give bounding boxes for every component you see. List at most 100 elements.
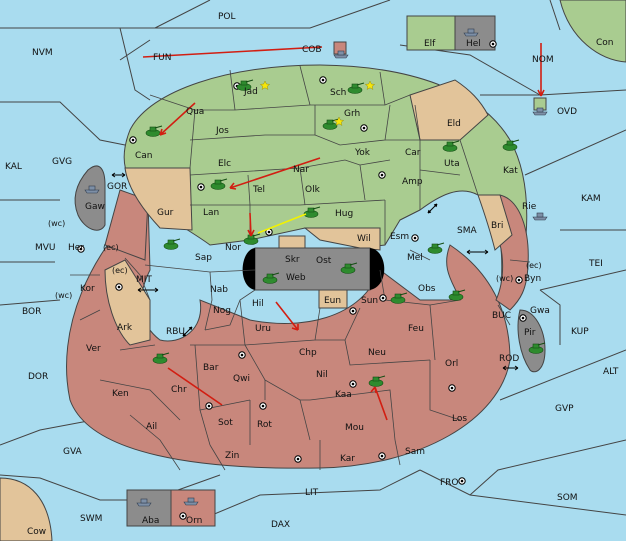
label-hil: Hil <box>252 299 264 309</box>
province-orn[interactable] <box>170 489 216 527</box>
army-unit[interactable] <box>502 139 520 151</box>
label-qua: Qua <box>186 107 204 117</box>
label-gvp: GVP <box>555 404 574 414</box>
supply-center-marker <box>411 234 419 242</box>
label-fro: FRO <box>440 478 459 488</box>
label-olk: Olk <box>305 185 321 195</box>
red-territories <box>66 198 511 469</box>
order-arrows <box>142 43 545 421</box>
label-mvu: MVU <box>35 243 56 253</box>
label-con: Con <box>596 38 614 48</box>
army-unit[interactable] <box>152 352 170 364</box>
supply-center-marker <box>197 183 205 191</box>
label-ost: Ost <box>316 256 332 266</box>
label-yok: Yok <box>354 148 371 158</box>
army-unit[interactable] <box>210 178 228 190</box>
army-unit[interactable] <box>368 375 386 387</box>
label-nab: Nab <box>210 285 228 295</box>
supply-center-marker <box>77 245 85 253</box>
province-gur[interactable] <box>124 167 193 231</box>
label-ark: Ark <box>117 323 133 333</box>
label-wc2: (wc) <box>55 291 72 300</box>
army-unit[interactable] <box>448 289 466 301</box>
army-unit[interactable] <box>347 82 365 94</box>
fleet-unit[interactable] <box>183 497 199 506</box>
fleet-unit[interactable] <box>532 212 548 221</box>
fleet-unit[interactable] <box>532 107 548 116</box>
army-unit[interactable] <box>322 118 340 130</box>
move-arrow <box>370 386 388 421</box>
label-kat: Kat <box>503 166 518 176</box>
label-rie: Rie <box>522 202 537 212</box>
province-elf[interactable] <box>406 15 456 51</box>
label-nog: Nog <box>213 306 231 316</box>
label-gaw: Gaw <box>85 202 105 212</box>
label-rod: ROD <box>499 354 519 364</box>
province-bri[interactable] <box>477 194 513 251</box>
supply-center-marker <box>379 294 387 302</box>
label-kor: Kor <box>80 284 95 294</box>
province-ark[interactable] <box>104 259 151 346</box>
supply-center-marker <box>319 76 327 84</box>
label-sap: Sap <box>195 253 212 263</box>
label-jos: Jos <box>215 126 229 136</box>
label-her: Her <box>68 243 84 253</box>
army-unit[interactable] <box>145 125 163 137</box>
fleet-unit[interactable] <box>136 498 152 507</box>
fleet-unit[interactable] <box>463 28 479 37</box>
label-sma: SMA <box>457 226 477 236</box>
label-uru: Uru <box>255 324 271 334</box>
province-eld[interactable] <box>409 79 489 141</box>
label-ec2: (ec) <box>112 266 128 275</box>
label-tei: TEI <box>588 259 603 269</box>
move-arrow <box>247 212 255 237</box>
label-sch: Sch <box>330 88 346 98</box>
label-gur: Gur <box>157 208 174 218</box>
supply-center-marker <box>349 307 357 315</box>
label-ken: Ken <box>112 389 129 399</box>
move-arrow <box>275 301 299 331</box>
label-tel: Tel <box>252 185 265 195</box>
army-unit[interactable] <box>390 292 408 304</box>
province-borders <box>70 65 531 471</box>
army-unit[interactable] <box>340 262 358 274</box>
label-eun: Eun <box>324 296 341 306</box>
label-esm: Esm <box>390 232 409 242</box>
strait-markers <box>111 172 519 371</box>
label-feu: Feu <box>408 324 424 334</box>
label-byn: Byn <box>524 274 541 284</box>
army-unit[interactable] <box>163 238 181 250</box>
label-ec3: (ec) <box>526 261 542 270</box>
label-qwi: Qwi <box>233 374 250 384</box>
supply-center-marker <box>458 477 466 485</box>
army-unit[interactable] <box>262 272 280 284</box>
label-kal: KAL <box>5 162 22 172</box>
move-arrow <box>229 157 321 190</box>
army-unit[interactable] <box>528 342 546 354</box>
star-marker <box>259 80 271 90</box>
province-gaw[interactable] <box>74 165 106 231</box>
label-bar: Bar <box>203 363 219 373</box>
label-pir: Pir <box>524 328 536 338</box>
army-unit[interactable] <box>236 79 254 91</box>
army-unit[interactable] <box>243 233 261 245</box>
label-grh: Grh <box>344 109 360 119</box>
label-pol: POL <box>218 12 236 22</box>
labels: POL NVM FUN COB Elf Hel Con NOM OVD KAL … <box>5 12 619 537</box>
label-gvg: GVG <box>52 157 72 167</box>
province-aba[interactable] <box>126 489 172 527</box>
label-fun: FUN <box>153 53 172 63</box>
fleet-unit[interactable] <box>84 185 100 194</box>
army-unit[interactable] <box>427 242 445 254</box>
army-unit[interactable] <box>442 140 460 152</box>
label-bri: Bri <box>491 221 503 231</box>
move-arrow <box>159 102 196 136</box>
label-gwa: Gwa <box>530 306 550 316</box>
province-pir[interactable] <box>517 309 546 373</box>
label-jad: Jad <box>243 87 258 97</box>
label-kam: KAM <box>581 194 601 204</box>
supply-center-marker <box>294 455 302 463</box>
label-aba: Aba <box>142 516 159 526</box>
fleet-unit[interactable] <box>333 50 349 59</box>
